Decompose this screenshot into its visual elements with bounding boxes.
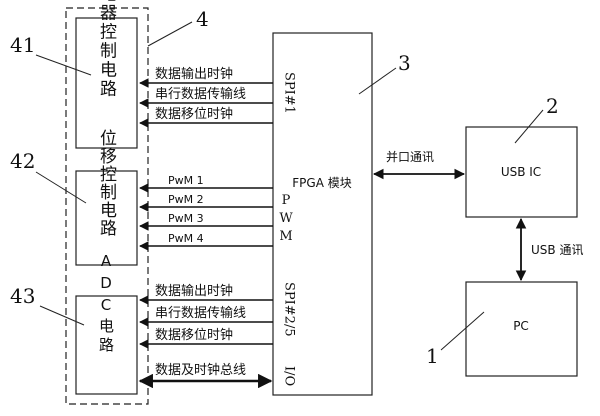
spi1-signal-label-1: 数据输出时钟 <box>155 66 233 82</box>
usb-ic-label: USB IC <box>501 165 541 179</box>
spi1-interface-label: SPI#1 <box>282 72 297 114</box>
ref-leader-43 <box>39 305 85 326</box>
pwm-label-3: PwM 3 <box>168 212 204 225</box>
usb-link-label: USB 通讯 <box>531 243 583 257</box>
data-clock-bus-label: 数据及时钟总线 <box>155 362 246 378</box>
adc-circuit-block <box>75 295 138 395</box>
spi25-signal-label-3: 数据移位时钟 <box>155 327 233 343</box>
adc-circuit-label: ADC电路 <box>97 252 115 356</box>
ref-leader-3 <box>358 67 397 95</box>
ref-label-41: 41 <box>10 33 35 57</box>
usb-ic-block <box>465 126 578 218</box>
ref-label-43: 43 <box>10 284 35 308</box>
ref-leader-2 <box>514 109 544 144</box>
io-interface-label: I/O <box>282 366 297 386</box>
parallel-port-label: 并口通讯 <box>386 150 434 164</box>
ref-leader-4 <box>147 21 193 47</box>
spi25-signal-label-2: 串行数据传输线 <box>155 305 246 321</box>
ref-label-2: 2 <box>546 94 559 118</box>
displacement-control-label: 位移控制电路 <box>96 129 117 237</box>
spi25-interface-label: SPI#2/5 <box>282 282 297 337</box>
ref-label-3: 3 <box>398 51 411 75</box>
pwm-interface-label: PWM <box>278 193 293 247</box>
spi1-signal-label-3: 数据移位时钟 <box>155 106 233 122</box>
pc-block <box>465 281 578 377</box>
ref-leader-1 <box>440 311 485 351</box>
relay-control-block <box>75 17 138 149</box>
ref-leader-41 <box>35 54 92 76</box>
displacement-control-block <box>75 170 138 266</box>
relay-control-label: 继电器控制电路 <box>96 0 117 99</box>
fpga-block <box>272 32 373 396</box>
pwm-label-1: PwM 1 <box>168 174 204 187</box>
spi1-signal-label-2: 串行数据传输线 <box>155 86 246 102</box>
fpga-label: FPGA 模块 <box>292 176 351 190</box>
ref-leader-42 <box>35 171 87 204</box>
pwm-label-4: PwM 4 <box>168 232 204 245</box>
ref-label-1: 1 <box>426 344 439 368</box>
spi25-signal-label-1: 数据输出时钟 <box>155 283 233 299</box>
pwm-label-2: PwM 2 <box>168 193 204 206</box>
pc-label: PC <box>513 319 529 333</box>
ref-label-42: 42 <box>10 149 35 173</box>
ref-label-4: 4 <box>196 7 209 31</box>
